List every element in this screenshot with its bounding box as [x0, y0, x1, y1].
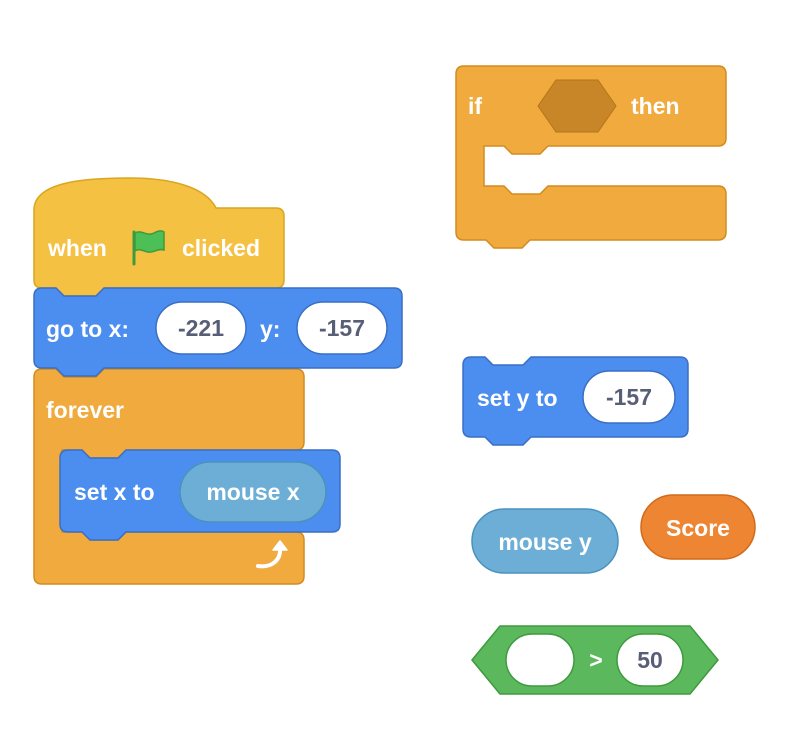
x-value-text: -221 — [178, 315, 224, 341]
set-y-value-input[interactable] — [582, 370, 676, 424]
right-value-input[interactable] — [616, 633, 684, 687]
go-to-x-label: go to x: — [46, 316, 129, 342]
mouse-y-reporter-body[interactable] — [471, 508, 619, 574]
if-then-block[interactable]: if then — [455, 65, 727, 249]
set-x-label: set x to — [74, 479, 155, 505]
y-value-text: -157 — [319, 315, 365, 341]
when-flag-clicked-block[interactable]: when clicked — [33, 177, 285, 297]
y-value-input[interactable] — [296, 301, 388, 355]
mouse-x-reporter[interactable] — [179, 461, 327, 523]
right-value-text: 50 — [637, 647, 663, 673]
set-y-value-text: -157 — [606, 384, 652, 410]
when-label: when — [47, 235, 107, 261]
go-to-xy-block[interactable]: go to x: -221 y: -157 — [33, 287, 403, 377]
mouse-x-label: mouse x — [206, 479, 300, 505]
clicked-label: clicked — [182, 235, 260, 261]
if-label: if — [468, 93, 482, 119]
mouse-y-reporter[interactable]: mouse y — [471, 508, 619, 574]
x-value-input[interactable] — [155, 301, 247, 355]
then-label: then — [631, 93, 680, 119]
greater-than-symbol: > — [589, 647, 602, 673]
if-then-block-body[interactable] — [455, 65, 727, 249]
mouse-y-label: mouse y — [498, 529, 592, 555]
y-label: y: — [260, 316, 280, 342]
forever-block[interactable]: forever — [33, 368, 305, 585]
empty-condition-slot[interactable] — [537, 79, 617, 133]
green-flag-icon — [132, 230, 165, 266]
score-label: Score — [666, 515, 730, 541]
left-value-input[interactable] — [505, 633, 575, 687]
set-y-to-block[interactable]: set y to -157 — [462, 356, 689, 446]
forever-label: forever — [46, 397, 124, 423]
score-variable-reporter[interactable]: Score — [640, 494, 756, 560]
loop-arrow-icon — [256, 546, 283, 569]
set-y-label: set y to — [477, 385, 558, 411]
set-x-to-block[interactable]: set x to mouse x — [59, 449, 341, 541]
greater-than-operator-block[interactable]: > 50 — [471, 625, 719, 695]
score-variable-reporter-body[interactable] — [640, 494, 756, 560]
